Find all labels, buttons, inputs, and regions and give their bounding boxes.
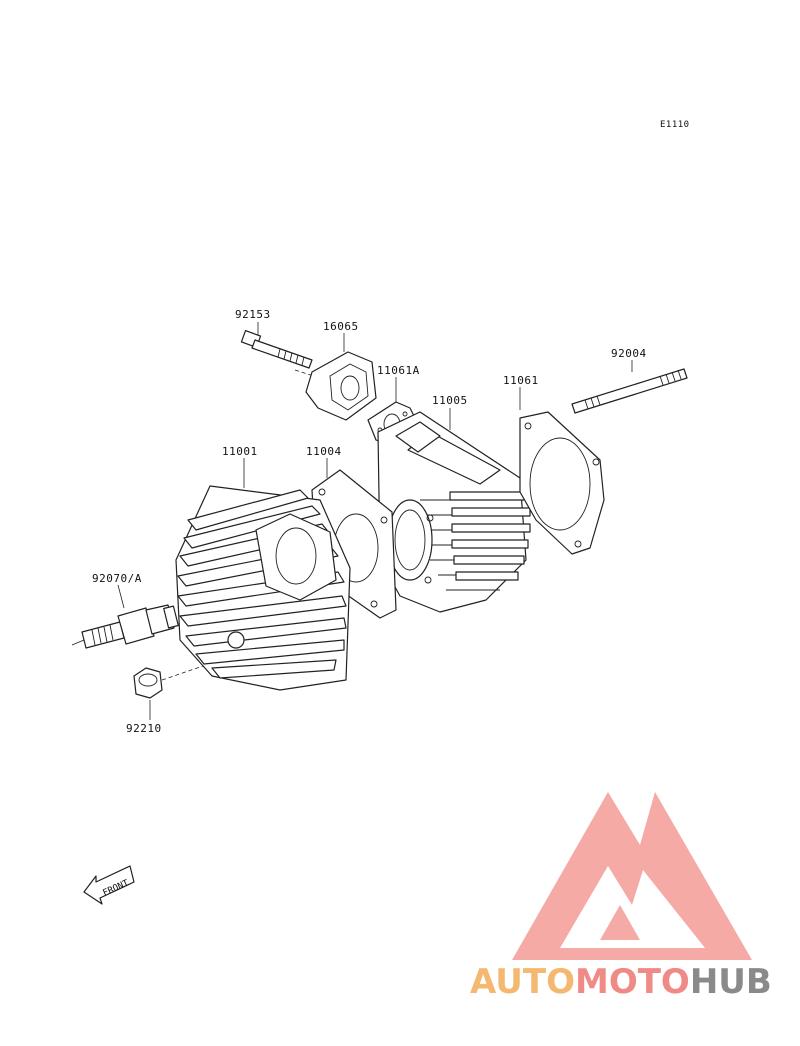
gasket-11061-icon xyxy=(519,411,605,555)
cylinder-head-11001-icon xyxy=(175,485,351,691)
part-label-92153: 92153 xyxy=(235,308,271,321)
part-label-16065: 16065 xyxy=(323,320,359,333)
watermark-moto: MOTO xyxy=(574,962,690,1002)
part-label-92070a: 92070/A xyxy=(92,572,142,585)
cylinder-11005-icon xyxy=(377,411,531,613)
front-arrow-icon: FRONT xyxy=(83,865,135,905)
holder-16065-icon xyxy=(305,351,377,421)
part-label-11061a: 11061A xyxy=(377,364,420,377)
stud-92004-icon xyxy=(571,368,688,414)
nut-92210-icon xyxy=(133,667,163,699)
bolt-92153-icon xyxy=(240,330,313,369)
watermark-hub: HUB xyxy=(689,962,772,1002)
part-label-11061: 11061 xyxy=(503,374,539,387)
part-label-11004: 11004 xyxy=(306,445,342,458)
watermark-logo-icon xyxy=(512,792,752,960)
watermark-auto: AUTO xyxy=(470,962,575,1002)
part-label-11001: 11001 xyxy=(222,445,258,458)
part-label-92004: 92004 xyxy=(611,347,647,360)
part-label-92210: 92210 xyxy=(126,722,162,735)
watermark-text: AUTOMOTOHUB xyxy=(470,962,772,1002)
diagram-code: E1110 xyxy=(660,120,690,130)
spark-plug-92070a-icon xyxy=(71,604,179,649)
part-label-11005: 11005 xyxy=(432,394,468,407)
